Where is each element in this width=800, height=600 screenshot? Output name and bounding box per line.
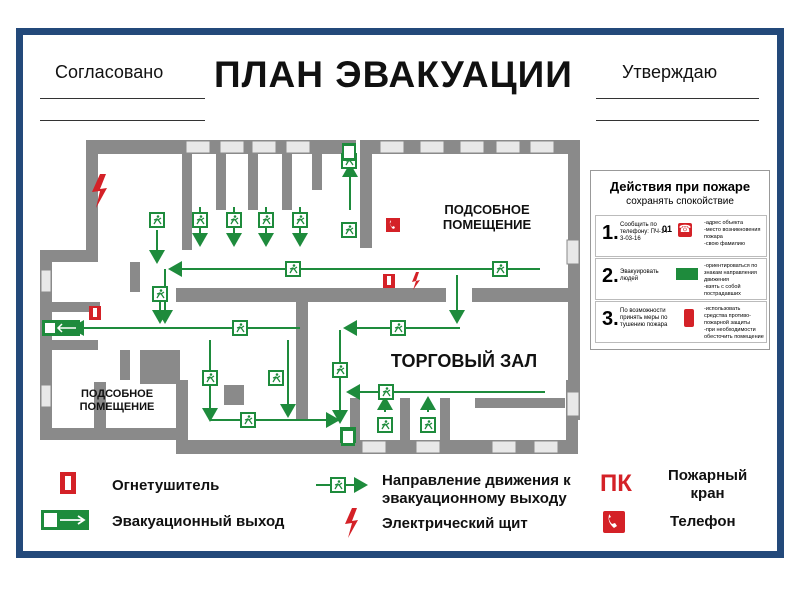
emergency-code: 01 [662,224,673,234]
action-step: 3. По возможности принять меры по тушени… [595,301,767,343]
step-text: Сообщить по телефону: ПЧ-14 3-03-16 [620,222,668,242]
page-title: ПЛАН ЭВАКУАЦИИ [214,54,573,95]
extinguisher-icon [684,309,694,327]
action-step: 1. Сообщить по телефону: ПЧ-14 3-03-16 0… [595,215,767,257]
exit-sign-icon [676,268,698,280]
signature-line [596,98,759,99]
legend-hydrant: Пожарный кран [668,467,748,502]
room-label-utility-left: ПОДСОБНОЕ ПОМЕЩЕНИЕ [79,388,155,413]
step-text: Эвакуировать людей [620,269,659,282]
phone-icon: ☎ [678,223,692,237]
action-step: 2. Эвакуировать людей -ориентироваться п… [595,258,767,300]
panel-subtitle: сохранять спокойствие [626,196,734,207]
signature-line [40,120,205,121]
legend-electric: Электрический щит [382,515,528,532]
fire-actions-panel: Действия при пожаре сохранять спокойстви… [590,170,770,350]
step-number: 3. [602,308,619,330]
step-text: По возможности принять меры по тушению п… [620,308,668,328]
approve-label: Утверждаю [622,62,718,82]
approved-label: Согласовано [55,62,164,82]
signature-line [596,120,759,121]
step-number: 2. [602,265,619,287]
step-details: -использовать средства противо-пожарной … [704,306,764,340]
panel-title: Действия при пожаре [609,179,751,194]
step-details: -адрес объекта -место возникновения пожа… [704,220,761,247]
legend-exit: Эвакуационный выход [112,513,285,530]
legend-hydrant-code: ПК [600,470,632,497]
room-label-sales-hall: ТОРГОВЫЙ ЗАЛ [390,351,538,371]
legend-extinguisher: Огнетушитель [112,477,220,494]
signature-line [40,98,205,99]
legend-phone: Телефон [670,513,736,530]
room-label-utility-top: ПОДСОБНОЕ ПОМЕЩЕНИЕ [442,202,532,232]
step-details: -ориентироваться по знакам направления д… [704,263,758,297]
legend-direction: Направление движения к эвакуационному вы… [382,472,571,507]
step-number: 1. [602,222,619,244]
